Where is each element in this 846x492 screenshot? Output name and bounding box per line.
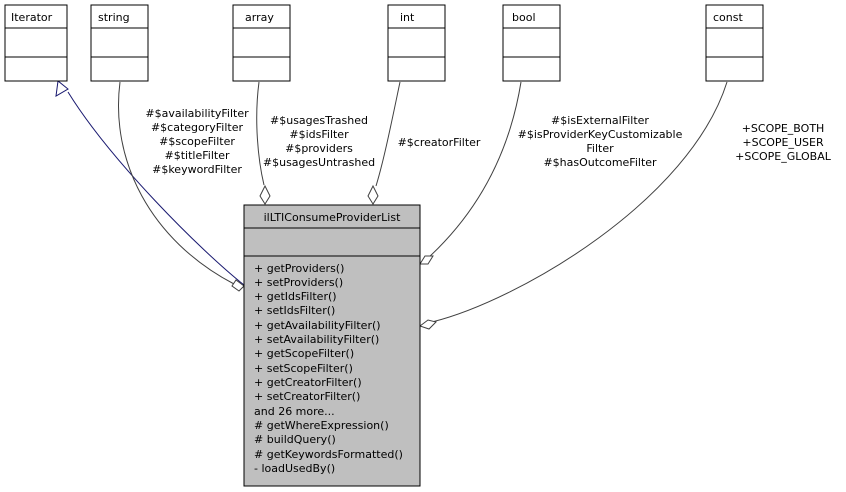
method-item: - loadUsedBy(): [254, 462, 335, 475]
method-item: + setScopeFilter(): [254, 362, 353, 375]
edge-label: #$isExternalFilter: [551, 114, 649, 127]
edge-label: #$providers: [285, 142, 353, 155]
edge-label: #$idsFilter: [289, 128, 349, 141]
aggregation-diamond-int: [367, 184, 379, 205]
class-main: ilLTIConsumeProviderList + getProviders(…: [243, 204, 421, 487]
aggregation-diamond-string: [231, 279, 245, 292]
method-item: + getProviders(): [254, 262, 344, 275]
edge-label: #$hasOutcomeFilter: [543, 156, 657, 169]
edge-labels-int: #$creatorFilter: [398, 136, 481, 149]
edge-const: [431, 81, 728, 323]
edge-labels-bool: #$isExternalFilter #$isProviderKeyCustom…: [518, 114, 683, 169]
method-item: # buildQuery(): [254, 433, 336, 446]
edge-label: +SCOPE_USER: [742, 136, 824, 149]
class-array-name: array: [245, 11, 274, 24]
edge-bool: [427, 81, 522, 259]
edge-label: #$titleFilter: [165, 149, 230, 162]
inheritance-edge-iterator: [67, 91, 245, 286]
edge-label: +SCOPE_BOTH: [742, 122, 825, 135]
class-iterator: Iterator: [4, 4, 68, 82]
aggregation-diamond-const: [418, 319, 437, 330]
class-bool: bool: [502, 4, 561, 82]
edge-array: [256, 81, 265, 186]
edge-label: Filter: [586, 142, 614, 155]
edge-string: [118, 81, 235, 285]
main-class-name: ilLTIConsumeProviderList: [264, 211, 401, 224]
aggregation-diamond-array: [259, 184, 271, 205]
method-item: + getIdsFilter(): [254, 290, 337, 303]
edge-labels-array: #$usagesTrashed #$idsFilter #$providers …: [263, 114, 375, 169]
main-class-methods: + getProviders() + setProviders() + getI…: [254, 262, 403, 475]
inheritance-arrowhead: [55, 80, 69, 97]
edge-label: #$scopeFilter: [159, 135, 235, 148]
edge-label: +SCOPE_GLOBAL: [735, 150, 832, 163]
method-item: + getAvailabilityFilter(): [254, 319, 381, 332]
edge-label: #$usagesUntrashed: [263, 156, 375, 169]
method-item: + getCreatorFilter(): [254, 376, 362, 389]
edge-label: #$keywordFilter: [152, 163, 242, 176]
method-item: + setCreatorFilter(): [254, 390, 360, 403]
method-item: + setIdsFilter(): [254, 304, 335, 317]
edge-label: #$creatorFilter: [398, 136, 481, 149]
class-array: array: [232, 4, 291, 82]
edge-labels-string: #$availabilityFilter #$categoryFilter #$…: [145, 107, 249, 176]
class-int: int: [387, 4, 446, 82]
class-const-name: const: [713, 11, 743, 24]
class-string-name: string: [98, 11, 130, 24]
method-item: + setProviders(): [254, 276, 343, 289]
class-iterator-name: Iterator: [11, 11, 53, 24]
edge-label: #$categoryFilter: [151, 121, 244, 134]
edge-label: #$availabilityFilter: [145, 107, 249, 120]
method-item: # getWhereExpression(): [254, 419, 389, 432]
method-item: + setAvailabilityFilter(): [254, 333, 379, 346]
method-item: # getKeywordsFormatted(): [254, 448, 403, 461]
edge-label: #$isProviderKeyCustomizable: [518, 128, 683, 141]
class-int-name: int: [400, 11, 415, 24]
class-string: string: [90, 4, 149, 82]
class-bool-name: bool: [512, 11, 536, 24]
method-item: + getScopeFilter(): [254, 347, 354, 360]
edge-int: [375, 81, 401, 187]
edge-label: #$usagesTrashed: [270, 114, 368, 127]
edge-labels-const: +SCOPE_BOTH +SCOPE_USER +SCOPE_GLOBAL: [735, 122, 832, 163]
method-item-more: and 26 more...: [254, 405, 335, 418]
aggregation-diamond-bool: [419, 255, 434, 265]
class-const: const: [705, 4, 764, 82]
